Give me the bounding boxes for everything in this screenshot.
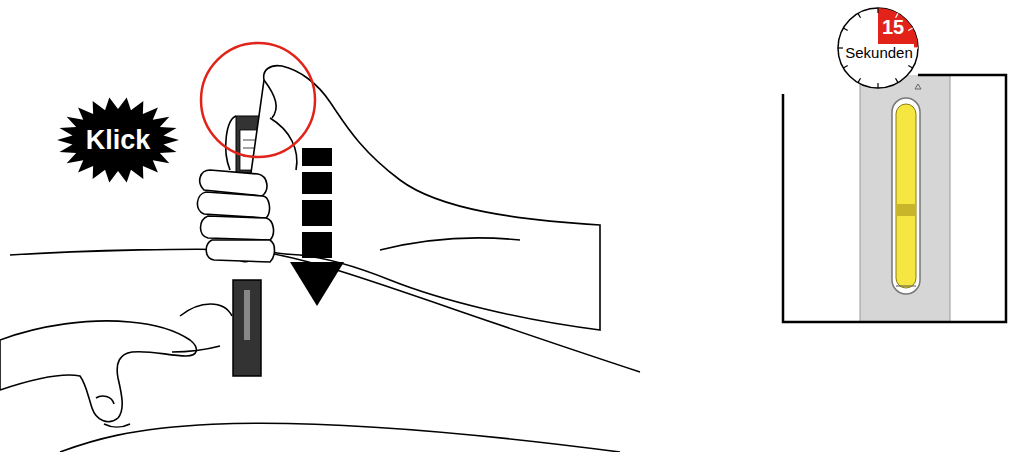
timer-clock: 15Sekunden (836, 6, 920, 90)
sound-label: Klick (86, 125, 151, 156)
push-arrow (290, 148, 344, 306)
seconds-unit: Sekunden (844, 44, 914, 61)
highlight-circle (201, 43, 315, 157)
gripping-hand (197, 66, 600, 330)
sound-burst: Klick (56, 96, 180, 184)
pinching-hand (0, 304, 232, 427)
window-panel (783, 75, 1006, 322)
seconds-number: 15 (882, 16, 904, 39)
